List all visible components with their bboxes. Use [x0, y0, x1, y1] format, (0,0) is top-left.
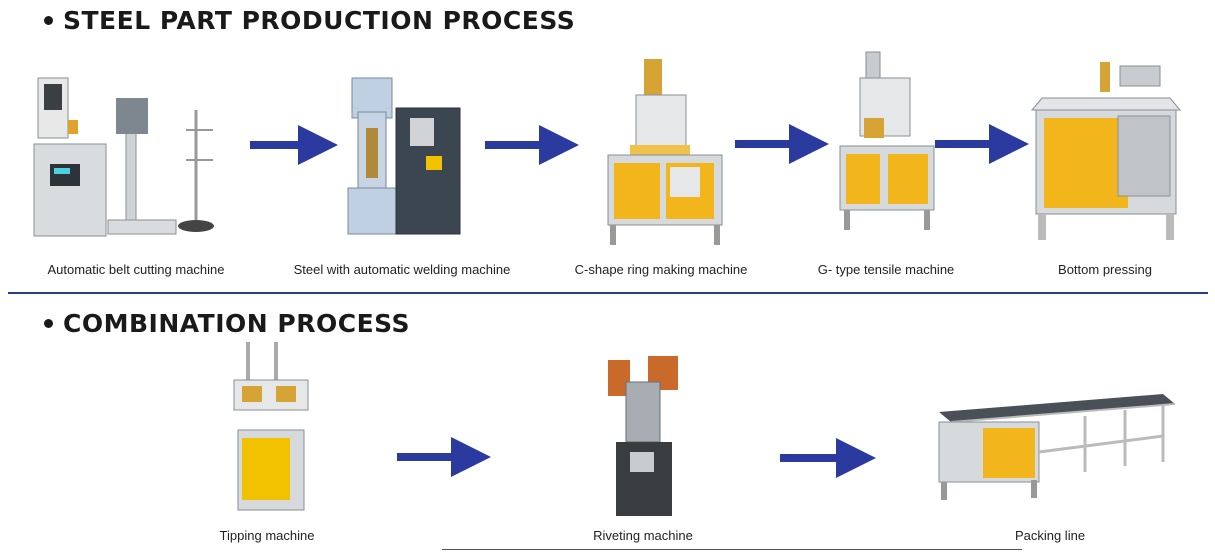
- step-label: Automatic belt cutting machine: [47, 262, 225, 277]
- section-title-text: COMBINATION PROCESS: [63, 309, 411, 338]
- step-label: C-shape ring making machine: [574, 262, 748, 277]
- arrow-right-icon: [485, 125, 579, 165]
- step-label: Steel with automatic welding machine: [293, 262, 511, 277]
- bottom-rule: [442, 549, 1022, 550]
- arrow-right-icon: [397, 437, 491, 477]
- bullet-icon: [44, 319, 53, 328]
- step-label: Bottom pressing: [1058, 262, 1152, 277]
- g-type-tensile-machine-image: [839, 51, 935, 230]
- arrow-right-icon: [780, 438, 876, 478]
- step-label: Packing line: [1014, 528, 1086, 543]
- section-title-combination: COMBINATION PROCESS: [44, 309, 410, 338]
- section-title-text: STEEL PART PRODUCTION PROCESS: [63, 6, 576, 35]
- step-label: G- type tensile machine: [817, 262, 955, 277]
- welding-machine-image: [347, 77, 461, 235]
- section-title-steel-part: STEEL PART PRODUCTION PROCESS: [44, 6, 575, 35]
- section-divider: [8, 292, 1208, 294]
- arrow-right-icon: [935, 124, 1029, 164]
- c-shape-ring-machine-image: [607, 59, 723, 245]
- step-label: Riveting machine: [593, 528, 693, 543]
- bullet-icon: [44, 16, 53, 25]
- step-label: Tipping machine: [219, 528, 315, 543]
- riveting-machine-image: [608, 356, 678, 516]
- arrow-right-icon: [735, 124, 829, 164]
- tipping-machine-image: [233, 342, 309, 511]
- packing-line-image: [938, 394, 1176, 500]
- arrow-right-icon: [250, 125, 338, 165]
- bottom-pressing-machine-image: [1030, 62, 1182, 240]
- belt-cutting-machine-image: [33, 77, 214, 237]
